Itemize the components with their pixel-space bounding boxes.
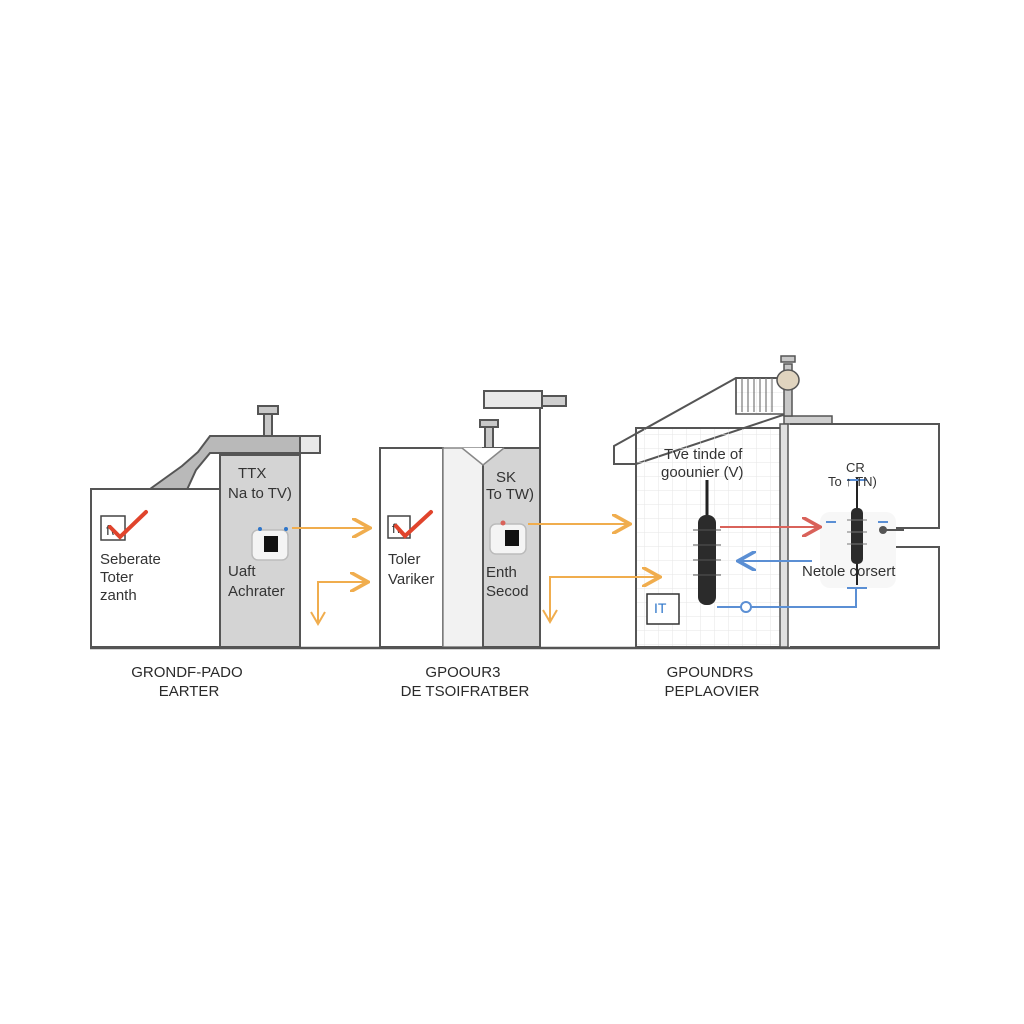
arrow-s1-s2-bottom: [317, 582, 366, 622]
stage2-pipe: [483, 390, 543, 409]
stage1-valve-top: [257, 405, 279, 415]
stage2-valve-stem: [484, 425, 494, 449]
stage2-right-bottom-label: Enth Secod: [486, 564, 529, 600]
stage1-right-bottom-label: Uaft Achrater: [228, 563, 285, 600]
meter-icon-screen: [264, 536, 278, 552]
stage2-left-box: [379, 447, 444, 648]
check-icon: [108, 510, 148, 540]
stage3-blue-node: [740, 601, 752, 613]
stage2-mid-box: [442, 447, 484, 648]
stage2-caption: GPOOUR3 DE TSOIFRATBER: [401, 664, 530, 700]
stage3-meter-tag-text: IT: [654, 600, 667, 616]
stage2-left-label: Toler Variker: [388, 551, 434, 588]
stage1-unit: f\ Seberate Toter zanth TTX Na to TV) Ua…: [90, 405, 321, 648]
stage1-left-box: [90, 488, 221, 648]
stage2-pipe-cap: [541, 395, 567, 407]
stage4-unit: CR To ↑ TN) Netole corsert: [790, 423, 940, 648]
flow-arrows: [292, 524, 818, 626]
stage2-valve-top: [479, 419, 499, 428]
stage2-unit: f\ Toler Variker SK To TW) Enth Secod: [379, 390, 567, 648]
stage4-probe: [851, 508, 863, 564]
stage3-blue-wire: [717, 588, 857, 608]
checkbox-glyph: f\: [106, 522, 114, 538]
stage4-top-label: CR To ↑ TN): [828, 460, 877, 489]
stage3-cap-plate: [783, 415, 833, 425]
stage4-bottom-label: Netole corsert: [802, 563, 896, 580]
stage3-unit: IT Tve tinde of goounier (V): [613, 355, 857, 648]
stage2-right-top-label: SK To TW): [486, 469, 534, 503]
stage3-caption: GPOUNDRS PEPLAOVIER: [664, 664, 759, 700]
stage1-caption: GRONDF-PADO EARTER: [131, 664, 247, 700]
stage3-title: Tve tinde of goounier (V): [661, 446, 747, 481]
arrow-s2-s3-bottom: [549, 577, 658, 620]
stage1-right-top-label: TTX Na to TV): [228, 465, 292, 502]
stage1-left-label: Seberate Toter zanth: [100, 551, 165, 604]
stage1-chute-cap: [299, 435, 321, 454]
stage3-meter-tag: [646, 593, 680, 625]
check-icon-2: [394, 510, 433, 539]
stage3-chimney-knob: [776, 369, 800, 391]
meter-icon-2-screen: [505, 530, 519, 546]
stage1-valve-stem: [263, 413, 273, 437]
